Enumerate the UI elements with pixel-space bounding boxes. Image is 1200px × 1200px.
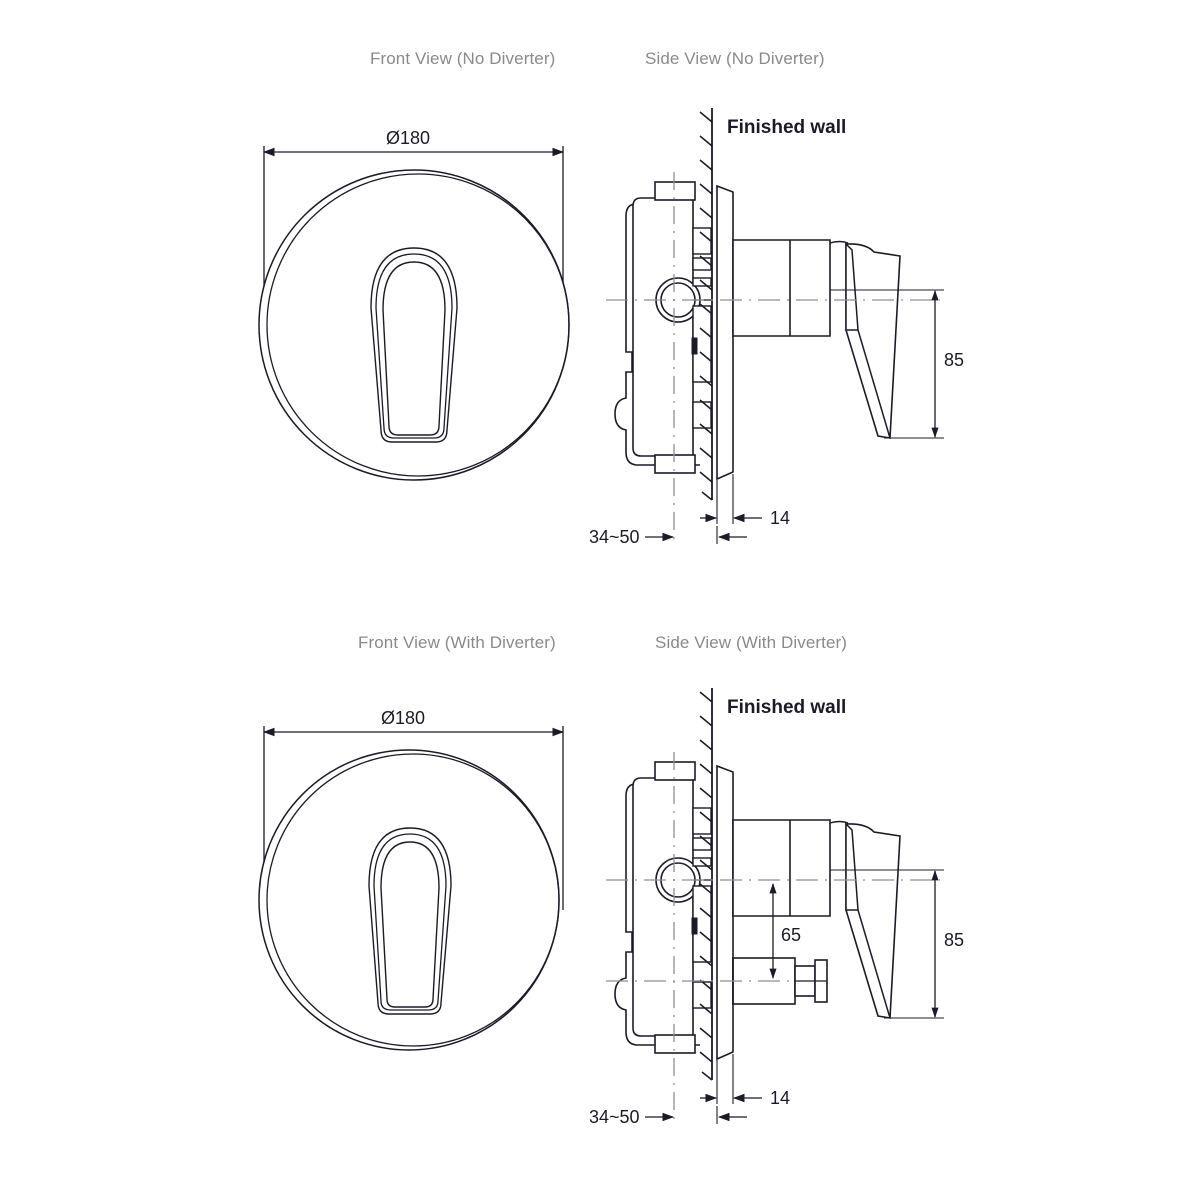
dimension-label-85-top: 85 xyxy=(944,350,965,370)
dimension-label-rough-bottom: 34~50 xyxy=(589,1107,640,1127)
annotation-finished-wall-bottom: Finished wall xyxy=(727,697,847,718)
view-title-front-no-diverter: Front View (No Diverter) xyxy=(370,49,556,68)
dimension-label-diameter-bottom: Ø180 xyxy=(381,708,426,728)
finished-wall-line-2 xyxy=(699,687,713,1081)
side-view-with-diverter xyxy=(614,687,901,1081)
annotation-finished-wall-top: Finished wall xyxy=(727,117,847,138)
escutcheon-plate-side xyxy=(716,185,734,480)
spacer xyxy=(718,526,733,541)
view-title-side-no-diverter: Side View (No Diverter) xyxy=(645,49,825,68)
side-view-no-diverter xyxy=(606,107,944,545)
view-title-front-with-diverter: Front View (With Diverter) xyxy=(358,633,556,652)
side-view-with-diverter-extras xyxy=(606,752,944,1125)
dimension-label-diameter-top: Ø180 xyxy=(386,128,431,148)
escutcheon-plate-side-2 xyxy=(716,765,734,1060)
dimension-label-14-top: 14 xyxy=(770,508,791,528)
valve-body-group-2 xyxy=(614,761,712,1054)
escutcheon-inner-circle xyxy=(266,173,570,477)
dimension-label-14-bottom: 14 xyxy=(770,1088,791,1108)
valve-body-group xyxy=(614,181,712,474)
dimension-label-85-bottom: 85 xyxy=(944,930,965,950)
handle-lever-side xyxy=(732,239,901,439)
front-view-with-diverter xyxy=(258,726,565,1051)
finished-wall-line xyxy=(699,107,713,501)
dimension-label-rough-top: 34~50 xyxy=(589,527,640,547)
dimension-label-65: 65 xyxy=(781,925,802,945)
escutcheon-inner-circle-2 xyxy=(266,753,560,1047)
handle-outline-inner-2 xyxy=(380,841,440,1008)
front-view-no-diverter xyxy=(258,146,570,481)
view-title-side-with-diverter: Side View (With Diverter) xyxy=(655,633,848,652)
handle-outline-inner xyxy=(382,261,446,436)
